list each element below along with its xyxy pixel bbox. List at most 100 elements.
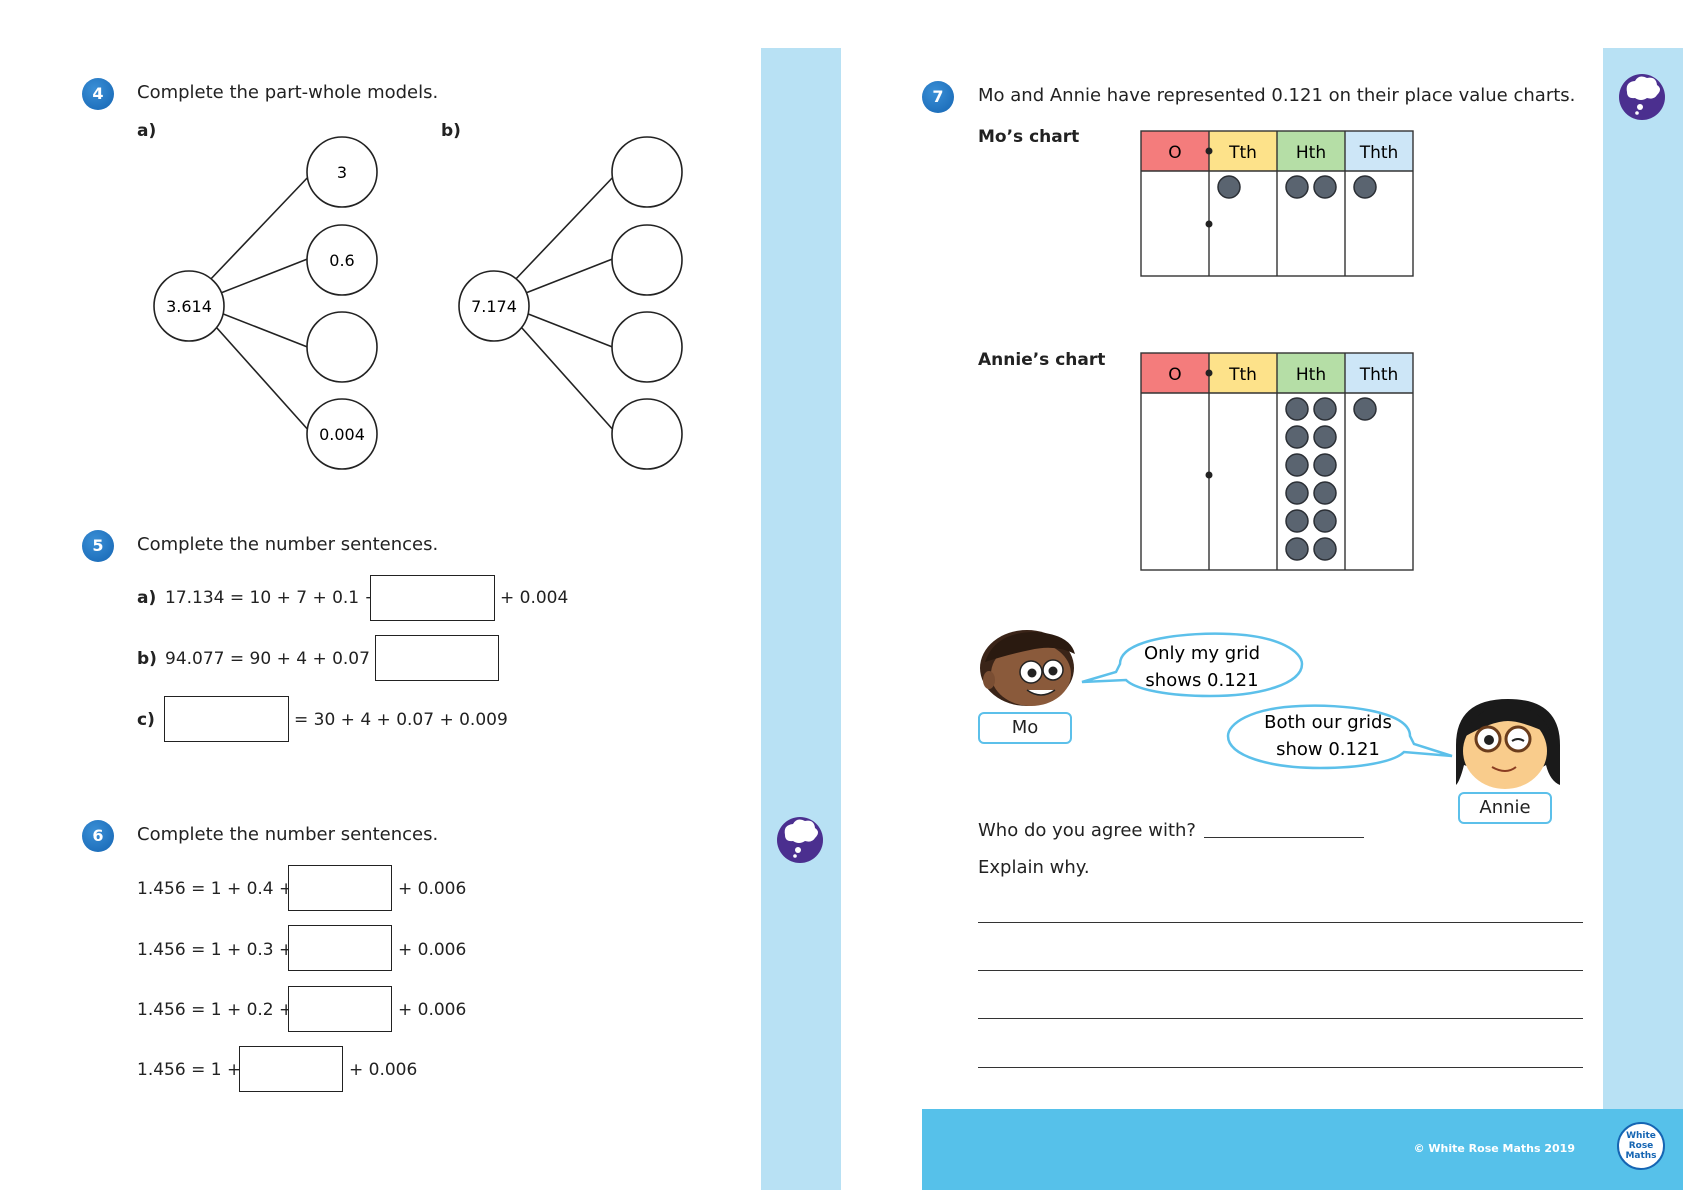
place-value-counter [1313,453,1337,477]
header-cell-hth [1277,353,1345,393]
header-label-tth: Tth [1228,143,1257,163]
q6-row-3-left: 1.456 = 1 + 0.2 + [137,1000,294,1020]
q6-row-1-right: + 0.006 [398,879,467,899]
place-value-counter [1285,425,1309,449]
annie-name-tag: Annie [1458,792,1552,824]
part-circle-a-1 [306,136,378,208]
whole-value-b: 7.174 [471,297,517,316]
annie-chart-label: Annie’s chart [978,350,1106,370]
q6-row-2-answer-box[interactable] [288,925,392,971]
header-cell-o [1141,353,1209,393]
header-cell-hth [1277,131,1345,171]
mo-avatar [980,630,1075,706]
part-whole-model-b: 7.174 [458,136,683,470]
header-cell-tth [1209,353,1277,393]
header-label-hth: Hth [1296,365,1326,385]
mo-speech-bubble: Only my grid shows 0.121 [1081,632,1304,698]
place-value-counter [1313,425,1337,449]
whole-circle-a [153,270,225,342]
part-circle-b-3[interactable] [611,311,683,383]
mo-name-tag: Mo [978,712,1072,744]
place-value-counter [1313,537,1337,561]
place-value-counter [1285,175,1309,199]
place-value-counter [1313,175,1337,199]
place-value-counter [1313,397,1337,421]
question-5-text: Complete the number sentences. [137,534,439,555]
explanation-line-4[interactable] [978,1067,1583,1068]
header-cell-o [1141,131,1209,171]
place-value-counter [1285,397,1309,421]
explanation-line-2[interactable] [978,970,1583,971]
whole-value-a: 3.614 [166,297,212,316]
logo-text-line-3: Maths [1625,1151,1657,1161]
explanation-line-1[interactable] [978,922,1583,923]
q6-row-3-right: + 0.006 [398,1000,467,1020]
question-5-badge: 5 [82,530,114,562]
part-value-a-1: 3 [337,163,347,182]
copyright-text: © White Rose Maths 2019 [1413,1142,1575,1155]
q5-a-answer-box[interactable] [370,575,495,621]
q6-row-4-answer-box[interactable] [239,1046,343,1092]
agree-answer-line[interactable] [1204,837,1364,838]
header-cell-thth [1345,353,1413,393]
q5-b-left: 94.077 = 90 + 4 + 0.07 + [165,649,390,669]
q6-row-4-right: + 0.006 [349,1060,418,1080]
place-value-counter [1313,481,1337,505]
part-value-a-2: 0.6 [329,251,354,270]
place-value-counter [1285,453,1309,477]
q6-row-1-answer-box[interactable] [288,865,392,911]
q6-row-2-right: + 0.006 [398,940,467,960]
header-label-hth: Hth [1296,143,1326,163]
logo-text-line-2: Rose [1628,1141,1654,1151]
header-label-o: O [1168,143,1181,163]
place-value-counter [1285,481,1309,505]
page-footer: © White Rose Maths 2019 White Rose Maths [922,1109,1683,1190]
q5-a-label: a) [137,588,157,608]
explain-prompt: Explain why. [978,857,1090,878]
header-label-tth: Tth [1228,365,1257,385]
mo-speech-line-1: Only my grid [1144,643,1260,664]
part-circle-a-3[interactable] [306,311,378,383]
explanation-line-3[interactable] [978,1018,1583,1019]
q6-row-3-answer-box[interactable] [288,986,392,1032]
q5-a-right: + 0.004 [500,588,569,608]
part-whole-model-a: 3.614 3 0.6 0.004 [153,136,378,470]
question-6-badge: 6 [82,820,114,852]
q6-row-4-left: 1.456 = 1 + [137,1060,242,1080]
agree-question: Who do you agree with? [978,820,1196,841]
annie-speech-bubble: Both our grids show 0.121 [1226,704,1453,770]
header-cell-thth [1345,131,1413,171]
part-circle-b-2[interactable] [611,224,683,296]
question-6-text: Complete the number sentences. [137,824,439,845]
place-value-counter [1285,509,1309,533]
header-cell-tth [1209,131,1277,171]
part-circle-b-1[interactable] [611,136,683,208]
question-7-badge: 7 [922,81,954,113]
decimal-point [1205,471,1213,479]
place-value-counter [1353,175,1377,199]
part-circle-a-4 [306,398,378,470]
left-page-side-strip [761,48,841,1190]
q6-row-1-left: 1.456 = 1 + 0.4 + [137,879,294,899]
q5-c-label: c) [137,710,155,730]
place-value-counter [1217,175,1241,199]
q5-b-answer-box[interactable] [375,635,499,681]
q5-a-left: 17.134 = 10 + 7 + 0.1 + [165,588,379,608]
q5-c-answer-box[interactable] [164,696,289,742]
place-value-counter [1285,537,1309,561]
place-value-counter [1313,509,1337,533]
question-4-text: Complete the part-whole models. [137,82,439,103]
q4-part-b-label: b) [441,121,461,141]
part-circle-b-4[interactable] [611,398,683,470]
right-page-side-strip [1603,48,1683,1110]
logo-text-line-1: White [1626,1131,1656,1141]
decimal-point [1205,220,1213,228]
decimal-point [1205,369,1213,377]
q4-part-a-label: a) [137,121,157,141]
annie-place-value-chart: O Tth Hth Thth [1140,352,1414,571]
q5-b-label: b) [137,649,157,669]
whole-circle-b [458,270,530,342]
place-value-counter [1353,397,1377,421]
header-label-o: O [1168,365,1181,385]
mo-chart-label: Mo’s chart [978,127,1080,147]
